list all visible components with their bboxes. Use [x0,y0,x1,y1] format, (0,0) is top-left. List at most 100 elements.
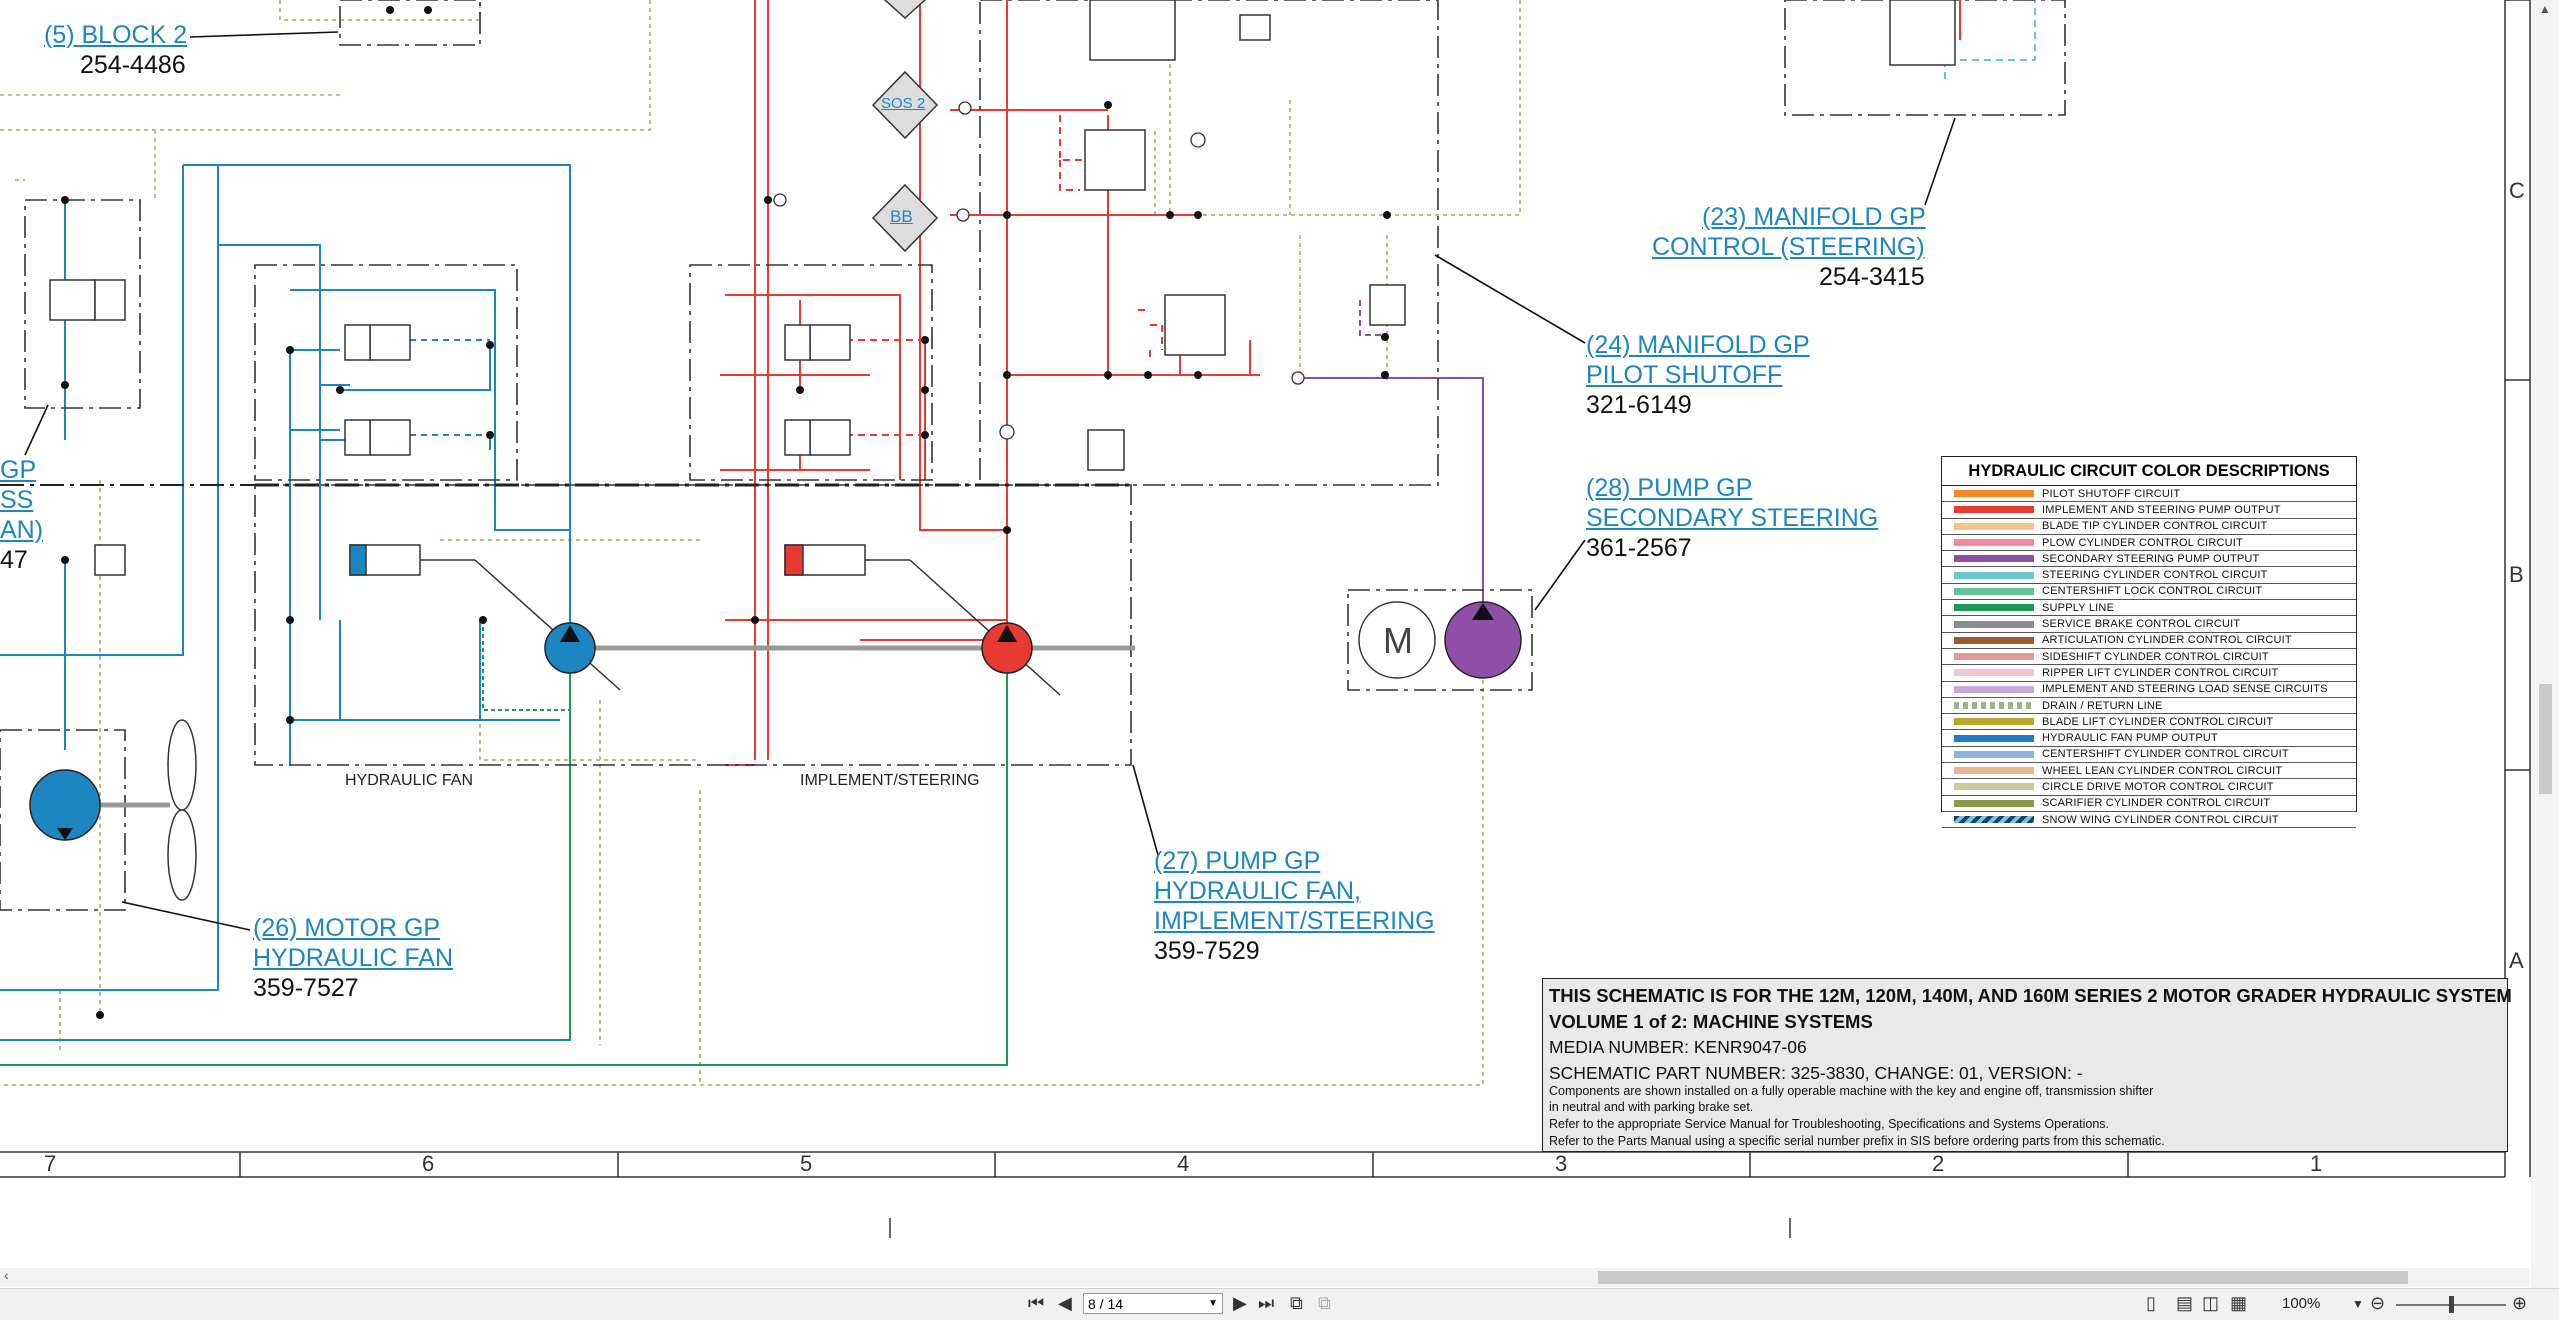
continuous-page-icon[interactable]: ▤ [2176,1293,2194,1313]
legend-swatch [1954,604,2034,612]
manifold-steering-link-line2[interactable]: CONTROL (STEERING) [1652,233,1925,261]
legend-text: STEERING CYLINDER CONTROL CIRCUIT [2042,569,2268,582]
title-line-4: SCHEMATIC PART NUMBER: 325-3830, CHANGE:… [1549,1063,2083,1083]
legend-swatch [1954,750,2034,758]
pump-fan-link-line1[interactable]: (27) PUMP GP [1154,847,1321,875]
legend-row: WHEEL LEAN CYLINDER CONTROL CIRCUIT [1942,763,2356,780]
pump-secondary-link-line1[interactable]: (28) PUMP GP [1586,474,1753,502]
legend-text: BLADE LIFT CYLINDER CONTROL CIRCUIT [2042,715,2274,728]
zoom-level[interactable]: 100% [2282,1295,2321,1312]
zone-col-7: 7 [44,1151,57,1176]
motor-fan-link-line1[interactable]: (26) MOTOR GP [253,914,441,942]
manifold-pilot-link-line2[interactable]: PILOT SHUTOFF [1586,361,1783,389]
legend-title: HYDRAULIC CIRCUIT COLOR DESCRIPTIONS [1942,457,2356,486]
vertical-scrollbar[interactable]: ▲ [2531,0,2559,1288]
legend-row: SUPPLY LINE [1942,600,2356,617]
legend-text: CENTERSHIFT CYLINDER CONTROL CIRCUIT [2042,748,2289,761]
implement-steering-caption: IMPLEMENT/STEERING [800,772,980,789]
hydraulic-fan-caption: HYDRAULIC FAN [345,772,474,789]
legend-swatch [1954,571,2034,579]
legend-text: SNOW WING CYLINDER CONTROL CIRCUIT [2042,813,2279,826]
legend-row: CENTERSHIFT LOCK CONTROL CIRCUIT [1942,584,2356,601]
legend-row: SECONDARY STEERING PUMP OUTPUT [1942,551,2356,568]
sos2-link[interactable]: SOS 2 [881,95,926,112]
legend-row: IMPLEMENT AND STEERING LOAD SENSE CIRCUI… [1942,682,2356,698]
motor-fan-link-line2[interactable]: HYDRAULIC FAN [253,944,454,972]
page-select[interactable]: 8 / 14▼ [1083,1293,1223,1314]
scroll-left-icon[interactable]: ‹ [4,1267,9,1283]
title-line-3: MEDIA NUMBER: KENR9047-06 [1549,1037,1807,1057]
legend-text: SIDESHIFT CYLINDER CONTROL CIRCUIT [2042,650,2269,663]
legend-swatch [1954,539,2034,547]
legend-text: HYDRAULIC FAN PUMP OUTPUT [2042,732,2218,745]
manifold-pilot-link-line1[interactable]: (24) MANIFOLD GP [1586,331,1810,359]
horizontal-scroll-thumb[interactable] [1598,1271,2408,1284]
copy-disabled-icon[interactable]: ⧉ [1318,1293,1331,1313]
scroll-up-icon[interactable]: ▲ [2539,2,2551,16]
pump-secondary-link-line2[interactable]: SECONDARY STEERING [1586,504,1879,532]
legend-text: IMPLEMENT AND STEERING PUMP OUTPUT [2042,503,2281,516]
motor-fan-part-number: 359-7527 [253,974,359,1002]
legend-swatch [1954,783,2034,791]
legend-text: PILOT SHUTOFF CIRCUIT [2042,487,2181,500]
block2-link[interactable]: (5) BLOCK 2 [44,21,188,49]
zone-col-3: 3 [1555,1151,1568,1176]
copy-view-icon[interactable]: ⧉ [1290,1293,1303,1313]
left-cut-label-3[interactable]: AN) [0,516,44,544]
zoom-slider-handle[interactable] [2449,1296,2454,1313]
left-cut-label-1[interactable]: GP [0,456,37,484]
manifold-pilot-part-number: 321-6149 [1586,391,1692,419]
legend-text: SECONDARY STEERING PUMP OUTPUT [2042,552,2260,565]
zoom-out-icon[interactable]: ⊖ [2370,1293,2386,1313]
horizontal-scrollbar[interactable]: ‹ [0,1267,2530,1287]
title-note-2: in neutral and with parking brake set. [1549,1100,1754,1114]
single-page-icon[interactable]: ▯ [2146,1293,2156,1313]
legend-row: IMPLEMENT AND STEERING PUMP OUTPUT [1942,502,2356,519]
legend-row: SIDESHIFT CYLINDER CONTROL CIRCUIT [1942,649,2356,666]
two-page-icon[interactable]: ◫ [2202,1293,2220,1313]
legend-row: BLADE LIFT CYLINDER CONTROL CIRCUIT [1942,714,2356,731]
left-cut-label-4: 47 [0,546,28,574]
legend-swatch [1954,587,2034,595]
zoom-in-icon[interactable]: ⊕ [2512,1293,2528,1313]
legend-row: HYDRAULIC FAN PUMP OUTPUT [1942,730,2356,747]
motor-symbol: M [1383,620,1413,661]
legend-swatch [1954,734,2034,742]
legend-swatch [1954,799,2034,807]
zone-row-c: C [2509,178,2525,203]
legend-text: CENTERSHIFT LOCK CONTROL CIRCUIT [2042,585,2263,598]
left-cut-label-2[interactable]: SS [0,486,34,514]
legend-swatch [1954,636,2034,644]
legend-swatch [1954,506,2034,514]
prev-page-icon[interactable]: ◀ [1058,1293,1072,1313]
legend-text: DRAIN / RETURN LINE [2042,699,2163,712]
bb-link[interactable]: BB [890,207,913,226]
zoom-dropdown-icon[interactable]: ▼ [2352,1297,2364,1311]
last-page-icon[interactable]: ⏭ [1258,1293,1275,1313]
title-note-1: Components are shown installed on a full… [1549,1084,2154,1098]
legend-text: SCARIFIER CYLINDER CONTROL CIRCUIT [2042,797,2271,810]
manifold-steering-part-number: 254-3415 [1819,263,1925,291]
next-page-icon[interactable]: ▶ [1233,1293,1247,1313]
legend-swatch [1954,653,2034,661]
legend-swatch [1954,490,2034,498]
pump-fan-link-line2[interactable]: HYDRAULIC FAN, [1154,877,1361,905]
legend-text: ARTICULATION CYLINDER CONTROL CIRCUIT [2042,634,2292,647]
legend-row: SERVICE BRAKE CONTROL CIRCUIT [1942,616,2356,633]
legend-rows: PILOT SHUTOFF CIRCUIT IMPLEMENT AND STEER… [1942,486,2356,829]
zone-col-1: 1 [2310,1151,2323,1176]
color-legend: HYDRAULIC CIRCUIT COLOR DESCRIPTIONS PIL… [1941,456,2357,829]
pump-fan-link-line3[interactable]: IMPLEMENT/STEERING [1154,907,1435,935]
title-note-3: Refer to the appropriate Service Manual … [1549,1117,2110,1131]
legend-swatch [1954,685,2034,693]
manifold-steering-link-line1[interactable]: (23) MANIFOLD GP [1702,203,1926,231]
first-page-icon[interactable]: ⏮ [1028,1293,1045,1313]
vertical-scroll-thumb[interactable] [2539,684,2552,794]
continuous-two-page-icon[interactable]: ▦ [2230,1293,2248,1313]
legend-swatch [1954,620,2034,628]
legend-text: BLADE TIP CYLINDER CONTROL CIRCUIT [2042,520,2268,533]
legend-text: SERVICE BRAKE CONTROL CIRCUIT [2042,618,2241,631]
zone-col-6: 6 [422,1151,435,1176]
legend-row: RIPPER LIFT CYLINDER CONTROL CIRCUIT [1942,665,2356,682]
page-dropdown-icon: ▼ [1208,1298,1218,1309]
